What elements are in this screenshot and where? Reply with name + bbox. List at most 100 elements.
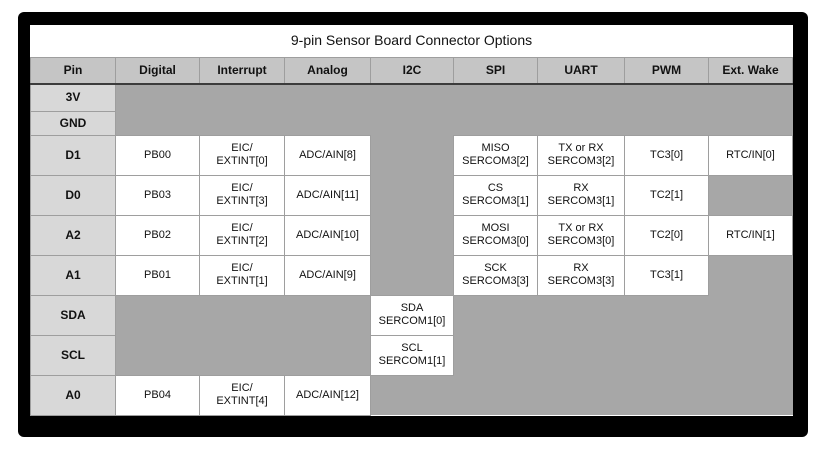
table-cell — [537, 295, 625, 335]
table-cell — [115, 335, 200, 375]
column-header-i2c: I2C — [370, 56, 454, 85]
table-cell: TC2[1] — [624, 174, 709, 216]
column-header-analog: Analog — [284, 56, 371, 85]
pin-label: A0 — [30, 374, 116, 416]
table-cell — [199, 295, 285, 335]
table-cell: TC2[0] — [624, 214, 709, 256]
table-cell — [624, 111, 709, 135]
table-cell — [284, 335, 371, 375]
table-cell: RX SERCOM3[3] — [537, 254, 625, 296]
table-cell — [284, 111, 371, 135]
column-header-uart: UART — [537, 56, 625, 85]
table-cell — [370, 215, 454, 255]
table-cell — [453, 84, 538, 111]
connector-options-table: 9-pin Sensor Board Connector Options Pin… — [30, 25, 793, 416]
table-cell — [284, 295, 371, 335]
table-cell — [115, 295, 200, 335]
table-row-sda: SDA SDA SERCOM1[0] — [30, 294, 793, 336]
pin-label: D1 — [30, 134, 116, 176]
table-header-row: Pin Digital Interrupt Analog I2C SPI UAR… — [30, 56, 793, 85]
table-cell — [453, 375, 538, 415]
table-cell — [537, 84, 625, 111]
table-cell: ADC/AIN[8] — [284, 134, 371, 176]
table-cell: TX or RX SERCOM3[2] — [537, 134, 625, 176]
table-cell — [708, 111, 793, 135]
pin-label: D0 — [30, 174, 116, 216]
table-cell: PB03 — [115, 174, 200, 216]
table-row-3v: 3V — [30, 83, 793, 112]
table-cell: CS SERCOM3[1] — [453, 174, 538, 216]
table-row-a0: A0 PB04 EIC/ EXTINT[4] ADC/AIN[12] — [30, 374, 793, 416]
column-header-pwm: PWM — [624, 56, 709, 85]
table-cell — [370, 175, 454, 215]
table-cell — [370, 111, 454, 135]
table-cell: ADC/AIN[9] — [284, 254, 371, 296]
table-cell — [199, 111, 285, 135]
table-row-a2: A2 PB02 EIC/ EXTINT[2] ADC/AIN[10] MOSI … — [30, 214, 793, 256]
pin-label: A2 — [30, 214, 116, 256]
table-row-a1: A1 PB01 EIC/ EXTINT[1] ADC/AIN[9] SCK SE… — [30, 254, 793, 296]
table-cell — [370, 135, 454, 175]
table-cell: RTC/IN[1] — [708, 214, 793, 256]
pin-label: GND — [30, 110, 116, 136]
table-cell: MOSI SERCOM3[0] — [453, 214, 538, 256]
table-cell — [708, 175, 793, 215]
column-header-digital: Digital — [115, 56, 200, 85]
table-cell — [537, 375, 625, 415]
table-cell — [624, 335, 709, 375]
table-cell — [453, 111, 538, 135]
table-cell: ADC/AIN[11] — [284, 174, 371, 216]
table-cell — [624, 84, 709, 111]
table-cell — [624, 295, 709, 335]
table-row-d0: D0 PB03 EIC/ EXTINT[3] ADC/AIN[11] CS SE… — [30, 174, 793, 216]
table-cell — [199, 84, 285, 111]
table-cell — [708, 375, 793, 415]
pin-label: SCL — [30, 334, 116, 376]
pin-label: 3V — [30, 83, 116, 112]
table-cell — [537, 111, 625, 135]
table-cell: PB00 — [115, 134, 200, 176]
table-cell: PB02 — [115, 214, 200, 256]
table-cell — [370, 84, 454, 111]
table-cell — [708, 295, 793, 335]
table-cell: EIC/ EXTINT[3] — [199, 174, 285, 216]
table-title: 9-pin Sensor Board Connector Options — [30, 25, 793, 58]
table-cell: EIC/ EXTINT[1] — [199, 254, 285, 296]
table-cell: RX SERCOM3[1] — [537, 174, 625, 216]
table-row-d1: D1 PB00 EIC/ EXTINT[0] ADC/AIN[8] MISO S… — [30, 134, 793, 176]
table-cell — [453, 335, 538, 375]
column-header-pin: Pin — [30, 56, 116, 85]
table-cell — [453, 295, 538, 335]
table-cell: ADC/AIN[12] — [284, 374, 371, 416]
column-header-spi: SPI — [453, 56, 538, 85]
table-cell — [284, 84, 371, 111]
table-cell: EIC/ EXTINT[2] — [199, 214, 285, 256]
table-cell: EIC/ EXTINT[0] — [199, 134, 285, 176]
table-cell: TC3[0] — [624, 134, 709, 176]
table-title-row: 9-pin Sensor Board Connector Options — [30, 25, 793, 58]
table-cell — [624, 375, 709, 415]
pin-label: SDA — [30, 294, 116, 336]
table-cell: RTC/IN[0] — [708, 134, 793, 176]
column-header-ext-wake: Ext. Wake — [708, 56, 793, 85]
table-cell: EIC/ EXTINT[4] — [199, 374, 285, 416]
table-cell: PB04 — [115, 374, 200, 416]
table-cell: TC3[1] — [624, 254, 709, 296]
table-cell — [115, 84, 200, 111]
table-cell — [370, 375, 454, 415]
table-cell — [537, 335, 625, 375]
table-cell: SCL SERCOM1[1] — [370, 334, 454, 376]
pin-label: A1 — [30, 254, 116, 296]
table-cell: MISO SERCOM3[2] — [453, 134, 538, 176]
table-row-scl: SCL SCL SERCOM1[1] — [30, 334, 793, 376]
table-cell — [115, 111, 200, 135]
table-cell — [708, 84, 793, 111]
table-cell — [199, 335, 285, 375]
table-cell: SCK SERCOM3[3] — [453, 254, 538, 296]
table-cell: PB01 — [115, 254, 200, 296]
table-cell: TX or RX SERCOM3[0] — [537, 214, 625, 256]
table-cell — [708, 335, 793, 375]
table-cell: SDA SERCOM1[0] — [370, 294, 454, 336]
table-row-gnd: GND — [30, 110, 793, 136]
table-cell — [708, 255, 793, 295]
